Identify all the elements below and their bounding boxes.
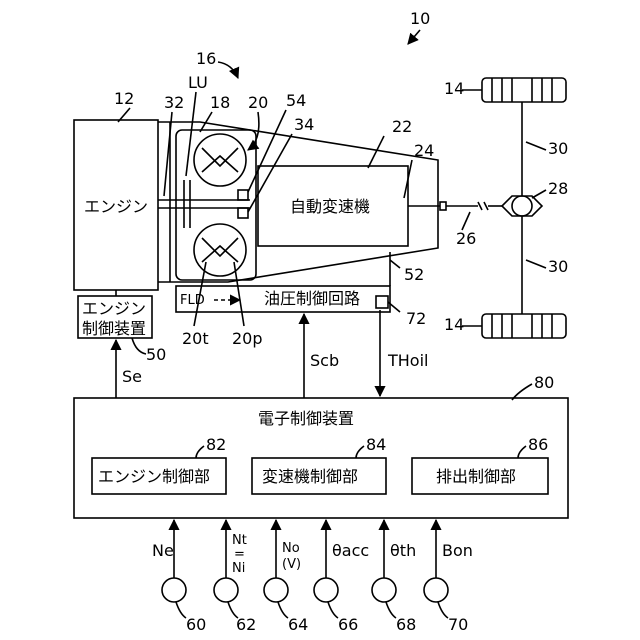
axle-bottom-leader [526, 260, 546, 268]
se-label: Se [122, 367, 142, 386]
output-shaft-ref: 24 [414, 141, 434, 160]
transmission-leader [368, 136, 384, 168]
figure-number-leader [408, 30, 420, 44]
sensor-62-ref: 62 [236, 615, 256, 634]
engine-controller-label-2: 制御装置 [82, 319, 146, 338]
sensor-68-ref: 68 [396, 615, 416, 634]
exhaust-control-unit-label: 排出制御部 [436, 467, 516, 486]
differential-ref: 28 [548, 179, 568, 198]
lockup-ref: LU [188, 73, 208, 92]
sensor-60-ref: 60 [186, 615, 206, 634]
engine-controller-ref: 50 [146, 345, 166, 364]
sensor-70-signal: Bon [442, 541, 473, 560]
engine-ref: 12 [114, 89, 134, 108]
sensor-62-signal-2: = [234, 547, 245, 562]
figure-number: 10 [410, 9, 430, 28]
thoil-label: THoil [387, 351, 428, 370]
sensor-66: θacc 66 [314, 520, 369, 634]
shift-control-unit-ref: 84 [366, 435, 386, 454]
impeller-lower-blades [202, 238, 238, 262]
torque-converter-leader [218, 62, 238, 78]
turbine-lower-circle [194, 224, 246, 276]
exhaust-control-unit-leader [518, 446, 526, 458]
sensor-64-ref: 64 [288, 615, 308, 634]
pump-ref: 20 [248, 93, 268, 112]
sensor-62-signal-3: Ni [232, 561, 245, 576]
sensor-62-signal-1: Nt [232, 533, 247, 548]
differential [502, 196, 542, 216]
sensor-70-ref: 70 [448, 615, 468, 634]
ecu-ref: 80 [534, 373, 554, 392]
turbine-ref: 20t [182, 329, 209, 348]
sensor-62: Nt = Ni 62 [214, 520, 256, 634]
sensor-66-ref: 66 [338, 615, 358, 634]
axle-top-leader [526, 142, 546, 150]
wheel-bottom [482, 314, 566, 338]
oil-pump-box-top [238, 190, 248, 200]
sensor-70: Bon 70 [424, 520, 473, 634]
differential-gear [512, 196, 532, 216]
wheel-top-ref: 14 [444, 79, 464, 98]
sensor-60-signal: Ne [152, 541, 174, 560]
propeller-leader [462, 212, 470, 230]
engine-label: エンジン [84, 197, 148, 216]
impeller-ref: 20p [232, 329, 263, 348]
exhaust-control-unit-ref: 86 [528, 435, 548, 454]
engine-control-unit-leader [196, 446, 204, 458]
turbine-upper-blades [202, 148, 238, 172]
sensor-66-signal: θacc [332, 541, 369, 560]
engine-control-unit-label: エンジン制御部 [98, 467, 210, 486]
oil-temp-sensor-box [376, 296, 388, 308]
axle-bottom-ref: 30 [548, 257, 568, 276]
propeller-ref: 26 [456, 229, 476, 248]
sensor-68: θth 68 [372, 520, 416, 634]
sensor-60: Ne 60 [152, 520, 206, 634]
oil-pump-box-bottom [238, 208, 248, 218]
transmission-label: 自動変速機 [290, 197, 370, 216]
wheel-bottom-tread [492, 314, 552, 338]
hydraulic-circuit-ref: 52 [404, 265, 424, 284]
hydraulic-ref-leader [390, 260, 400, 268]
shift-control-unit-leader [356, 446, 364, 458]
engine-controller-label-1: エンジン [82, 299, 146, 318]
sensor-64: No (V) 64 [264, 520, 308, 634]
housing-ref: 54 [286, 91, 306, 110]
shift-control-unit-label: 変速機制御部 [262, 467, 358, 486]
propeller-break [478, 202, 488, 210]
oil-temp-sensor-ref: 72 [406, 309, 426, 328]
turbine-shaft-ref: 18 [210, 93, 230, 112]
transmission-ref: 22 [392, 117, 412, 136]
ecu-label: 電子制御装置 [258, 409, 354, 428]
scb-label: Scb [310, 351, 339, 370]
sensor-68-signal: θth [390, 541, 416, 560]
turbine-upper-circle [194, 134, 246, 186]
differential-leader [532, 190, 546, 198]
hydraulic-circuit-label: 油圧制御回路 [264, 289, 360, 308]
sensor-64-signal-1: No [282, 541, 300, 556]
sensor-64-signal-2: (V) [282, 557, 301, 572]
crank-ref: 32 [164, 93, 184, 112]
torque-converter-ref: 16 [196, 49, 216, 68]
flow-label: FLD [180, 293, 205, 308]
engine-control-unit-ref: 82 [206, 435, 226, 454]
wheel-top [482, 78, 566, 102]
wheel-bottom-ref: 14 [444, 315, 464, 334]
axle-top-ref: 30 [548, 139, 568, 158]
engine-controller-leader [132, 338, 146, 354]
output-flange [440, 202, 446, 210]
impeller-leader [234, 262, 244, 326]
oil-pump-ref: 34 [294, 115, 314, 134]
wheel-top-tread [492, 78, 552, 102]
